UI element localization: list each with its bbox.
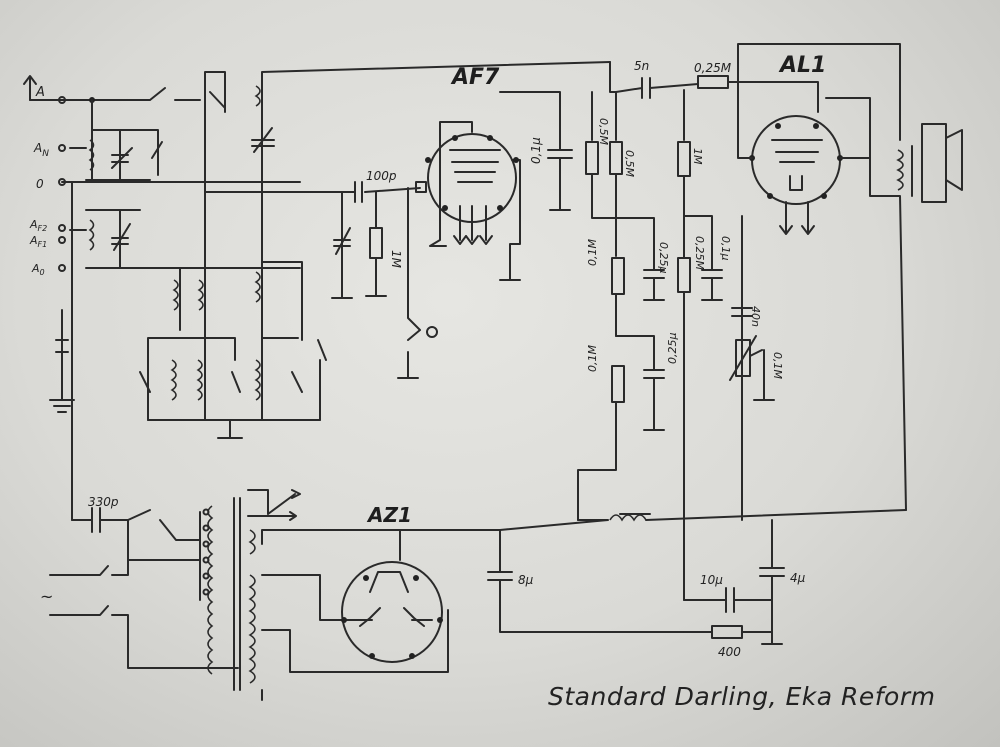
- af7-plate-network: [499, 61, 819, 601]
- svg-text:0: 0: [36, 177, 44, 191]
- tone-control: 40n 0,1M: [729, 299, 784, 401]
- tube-af7: [425, 121, 521, 281]
- svg-text:0,1M: 0,1M: [586, 239, 599, 266]
- svg-text:1M: 1M: [691, 148, 704, 165]
- tube-az1-label: AZ1: [366, 503, 412, 527]
- svg-text:AN: AN: [33, 141, 49, 159]
- svg-text:40n: 40n: [749, 306, 762, 327]
- svg-text:0,1μ: 0,1μ: [719, 236, 732, 261]
- grid-labels: 100p 1M: [366, 169, 403, 269]
- svg-text:0,5M: 0,5M: [623, 150, 636, 177]
- svg-text:5n: 5n: [634, 59, 649, 73]
- svg-text:1M: 1M: [389, 250, 403, 269]
- svg-text:0,25μ: 0,25μ: [657, 242, 670, 274]
- svg-text:0,5M: 0,5M: [597, 118, 610, 145]
- tube-al1: [737, 43, 901, 521]
- antenna-input-section: [23, 75, 301, 521]
- svg-text:0,1M: 0,1M: [771, 352, 784, 379]
- input-terminals: [58, 96, 66, 272]
- tube-az1: [341, 561, 443, 663]
- svg-text:330p: 330p: [88, 495, 119, 509]
- svg-text:A0: A0: [31, 262, 45, 277]
- coil-bank: [139, 61, 611, 439]
- power-supply: [49, 489, 449, 701]
- grid-circuit: [204, 181, 438, 379]
- filter-network: [399, 509, 907, 645]
- svg-text:0,25M: 0,25M: [693, 236, 706, 270]
- af7-plate-labels: 5n 0,25M 0,1μ 0,5M 0,5M 1M 0,25μ 0,25M 0…: [529, 59, 732, 372]
- svg-text:10μ: 10μ: [700, 573, 723, 587]
- tube-af7-label: AF7: [450, 65, 500, 90]
- svg-text:0,25M: 0,25M: [694, 61, 732, 75]
- diagram-caption: Standard Darling, Eka Reform: [548, 682, 936, 711]
- svg-text:400: 400: [718, 645, 741, 659]
- svg-text:A: A: [35, 85, 45, 100]
- svg-text:4μ: 4μ: [790, 571, 806, 585]
- svg-text:8μ: 8μ: [518, 573, 534, 587]
- svg-text:AF2: AF2: [29, 218, 47, 233]
- svg-text:0,25μ: 0,25μ: [666, 333, 679, 365]
- tube-al1-label: AL1: [778, 53, 826, 78]
- svg-text:100p: 100p: [366, 169, 397, 183]
- input-labels: A AN 0 AF2 AF1 A0: [29, 85, 49, 277]
- svg-text:~: ~: [40, 587, 53, 606]
- svg-text:0,1M: 0,1M: [586, 345, 599, 372]
- psu-labels: 330p 8μ 10μ 4μ 400 ~: [40, 495, 806, 659]
- svg-text:AF1: AF1: [29, 234, 47, 249]
- svg-text:0,1μ: 0,1μ: [529, 137, 543, 164]
- output-transformer-speaker: [879, 123, 963, 511]
